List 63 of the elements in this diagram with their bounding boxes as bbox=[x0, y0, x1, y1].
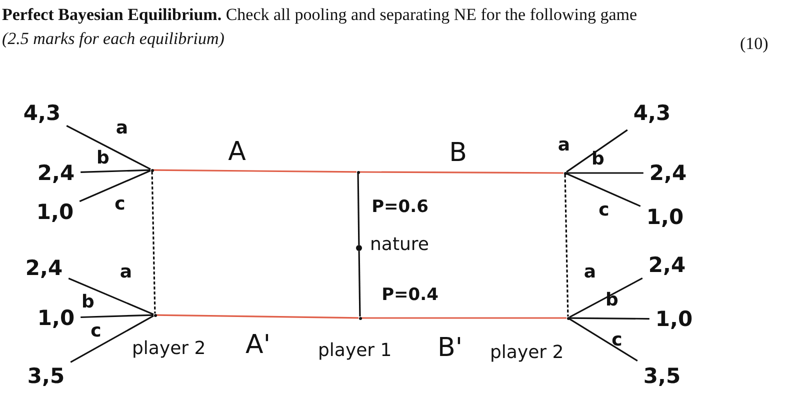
branch-line bbox=[80, 314, 154, 318]
branch-line bbox=[80, 169, 151, 174]
payoff-label: 1,0 bbox=[655, 307, 693, 331]
edge-label: P=0.4 bbox=[382, 285, 438, 305]
edge-label: c bbox=[114, 194, 126, 214]
player-label: player 2 bbox=[132, 338, 206, 359]
decision-node bbox=[564, 172, 566, 174]
edge-label: a bbox=[558, 134, 570, 156]
edge-label: b bbox=[96, 148, 110, 168]
branch-line bbox=[566, 172, 641, 207]
payoff-label: 4,3 bbox=[633, 101, 671, 125]
branch-line bbox=[357, 173, 360, 246]
payoff-label: 2,4 bbox=[37, 161, 75, 185]
question-text: Perfect Bayesian Equilibrium. Check all pooling and separating NE for the following game (2.5 marks for each equilibrium) bbox=[2, 4, 638, 50]
payoff-label: 2,4 bbox=[25, 256, 63, 280]
decision-node bbox=[154, 314, 156, 316]
payoff-label: 1,0 bbox=[37, 306, 75, 330]
branch-line bbox=[79, 170, 151, 202]
edge-label: c bbox=[90, 320, 102, 342]
decision-node bbox=[150, 168, 154, 172]
player-label: player 1 bbox=[318, 340, 392, 361]
branch-line bbox=[570, 317, 650, 320]
branch-line bbox=[569, 277, 643, 318]
branch-line bbox=[569, 318, 638, 362]
branch-line bbox=[360, 171, 564, 174]
edge-label: a bbox=[120, 262, 132, 282]
branch-line bbox=[156, 314, 359, 319]
decision-node bbox=[356, 170, 360, 174]
payoff-label: 4,3 bbox=[23, 101, 61, 125]
information-set-line bbox=[151, 171, 156, 314]
branch-line bbox=[68, 278, 154, 316]
payoff-label: 1,0 bbox=[36, 200, 74, 224]
edge-label: B' bbox=[438, 333, 462, 363]
edge-label: a bbox=[116, 118, 128, 138]
edge-label: b bbox=[82, 292, 94, 312]
payoff-label: 1,0 bbox=[646, 205, 684, 229]
branch-line bbox=[566, 172, 644, 174]
branch-line bbox=[362, 317, 566, 319]
edge-label: A bbox=[228, 137, 246, 167]
nature-node bbox=[356, 245, 362, 251]
payoff-label: 3,5 bbox=[643, 364, 681, 388]
branch-line bbox=[358, 250, 361, 317]
edge-label: a bbox=[584, 262, 596, 282]
payoff-label: 2,4 bbox=[648, 253, 686, 277]
chance-label: nature bbox=[370, 234, 429, 255]
edge-label: c bbox=[598, 200, 610, 220]
edge-label: c bbox=[612, 330, 622, 350]
edge-label: P=0.6 bbox=[372, 197, 428, 217]
decision-node bbox=[358, 316, 362, 320]
branch-line bbox=[154, 169, 356, 173]
edge-label: B bbox=[449, 138, 467, 168]
branch-line bbox=[66, 125, 151, 170]
payoff-label: 3,5 bbox=[27, 364, 65, 388]
edge-label: b bbox=[606, 290, 618, 310]
edge-label: A' bbox=[246, 330, 270, 360]
branch-line bbox=[70, 315, 154, 363]
information-set-line bbox=[564, 174, 569, 317]
branch-line bbox=[566, 129, 628, 173]
player-label: player 2 bbox=[490, 342, 564, 363]
payoff-label: 2,4 bbox=[649, 161, 687, 185]
decision-node bbox=[566, 316, 570, 320]
edge-label: b bbox=[592, 148, 604, 170]
marks-label: (10) bbox=[740, 34, 768, 54]
